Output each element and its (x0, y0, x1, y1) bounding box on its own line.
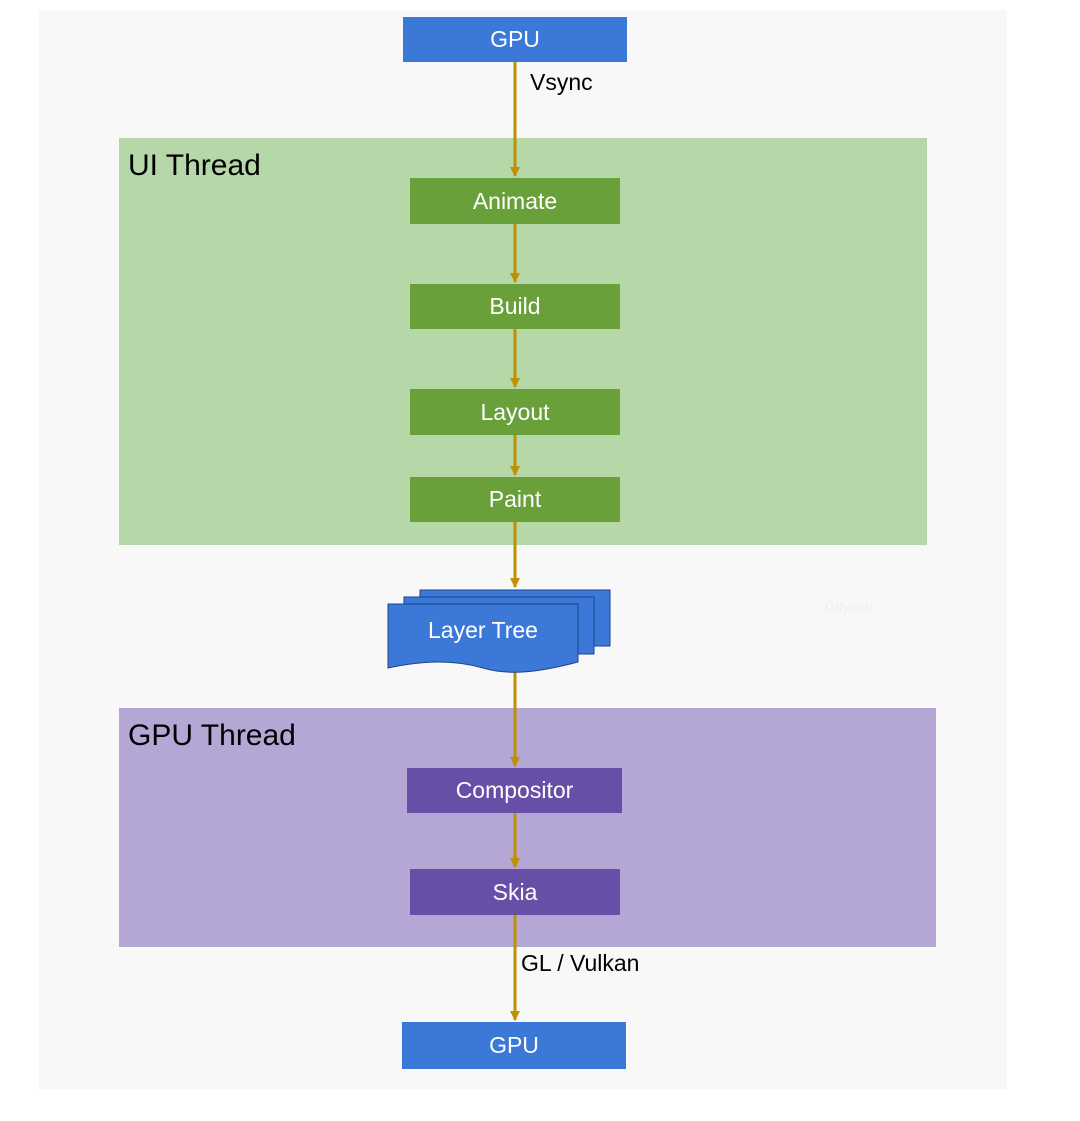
compositor-node: Compositor (407, 768, 622, 813)
animate-node: Animate (410, 178, 620, 224)
gpu-bottom-node: GPU (402, 1022, 626, 1069)
watermark-text: Gityuan (825, 598, 874, 614)
paint-node: Paint (410, 477, 620, 522)
layer-tree-sheet-front (387, 603, 579, 673)
layout-node: Layout (410, 389, 620, 435)
build-node: Build (410, 284, 620, 329)
ui-thread-title: UI Thread (128, 149, 261, 182)
layer-tree-label: Layer Tree (428, 616, 538, 643)
vsync-label: Vsync (530, 69, 593, 95)
layer-tree-stack (387, 589, 611, 673)
gpu-top-node: GPU (403, 17, 627, 62)
gl-vulkan-label: GL / Vulkan (521, 950, 640, 976)
skia-node: Skia (410, 869, 620, 915)
gpu-thread-title: GPU Thread (128, 719, 296, 752)
